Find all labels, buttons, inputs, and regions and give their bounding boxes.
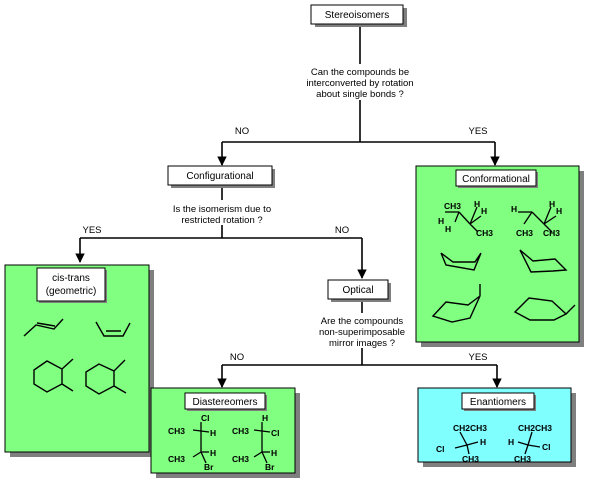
boat-conformer-1 <box>440 252 482 271</box>
c1-ch3-left: CH3 <box>444 201 461 211</box>
e1-ch2ch3: CH2CH3 <box>453 423 487 433</box>
diastereomer-2 <box>253 422 271 464</box>
e2-cl: Cl <box>542 442 551 452</box>
e1-h: H <box>480 437 486 447</box>
node-optical: Optical <box>327 279 391 302</box>
d2-h-bottom: H <box>271 448 277 458</box>
panel-conformational: Conformational CH3 H H H H CH3 H H H CH3… <box>415 165 584 347</box>
optical-label: Optical <box>342 285 373 296</box>
question-rotation: Can the compounds be interconverted by r… <box>306 67 413 100</box>
d2-ch3-bottom: CH3 <box>232 454 249 464</box>
branch-yes-1: YES <box>468 126 487 137</box>
question-restricted-rotation: Is the isomerism due to restricted rotat… <box>173 204 271 226</box>
c1-h-left-2: H <box>445 224 451 234</box>
q1-line-2: interconverted by rotation <box>306 78 413 89</box>
chair-conformer-1 <box>519 249 568 273</box>
e2-ch2ch3: CH2CH3 <box>518 423 552 433</box>
q2-line-2: restricted rotation ? <box>181 215 262 226</box>
q3-line-2: non-superimposable <box>319 327 405 338</box>
e1-cl: Cl <box>436 444 445 454</box>
configurational-label: Configurational <box>186 171 253 182</box>
panel-enantiomers: Enantiomers CH2CH3 Cl H CH3 CH2CH3 H Cl … <box>417 387 576 467</box>
enantiomer-2 <box>517 431 541 455</box>
node-configurational: Configurational <box>167 165 275 188</box>
stereoisomers-label: Stereoisomers <box>325 10 389 21</box>
c1-h-left-1: H <box>438 216 444 226</box>
c1-h-top: H <box>474 199 480 209</box>
enantiomer-1 <box>454 431 479 455</box>
cis-dimethylcyclohexane <box>85 359 127 395</box>
q2-line-1: Is the isomerism due to <box>173 204 271 215</box>
node-stereoisomers: Stereoisomers <box>310 4 407 27</box>
trans-butene <box>23 318 64 337</box>
diastereomers-label: Diastereomers <box>192 397 257 408</box>
connectors <box>75 27 502 388</box>
d1-ch3-bottom: CH3 <box>168 454 185 464</box>
c2-ch3-right: CH3 <box>543 228 560 238</box>
conformer-projection-2 <box>518 206 557 233</box>
conformational-label: Conformational <box>462 174 530 185</box>
branch-yes-2: YES <box>82 225 101 236</box>
d1-h-bottom: H <box>210 448 216 458</box>
d1-ch3-top: CH3 <box>168 426 185 436</box>
c2-ch3-left: CH3 <box>516 228 533 238</box>
cistrans-label-1: cis-trans <box>52 273 90 284</box>
d1-br: Br <box>204 462 214 472</box>
q1-line-1: Can the compounds be <box>311 67 409 78</box>
d2-cl: Cl <box>271 428 280 438</box>
conformer-projection-1 <box>445 206 482 233</box>
diastereomer-1 <box>192 422 210 464</box>
e2-ch3: CH3 <box>514 454 531 464</box>
c1-ch3-right: CH3 <box>476 228 493 238</box>
d2-br: Br <box>265 462 275 472</box>
q1-line-3: about single bonds ? <box>316 89 404 100</box>
branch-no-1: NO <box>235 126 249 137</box>
cistrans-label-2: (geometric) <box>46 286 97 297</box>
trans-dimethylcyclohexane <box>33 358 74 393</box>
c2-h-top: H <box>549 199 555 209</box>
branch-no-3: NO <box>230 352 244 363</box>
d2-h-top: H <box>262 413 268 423</box>
c2-h-right: H <box>556 206 562 216</box>
e2-h: H <box>508 437 514 447</box>
branch-yes-3: YES <box>468 352 487 363</box>
question-mirror-images: Are the compounds non-superimposable mir… <box>319 316 405 349</box>
panel-cis-trans: cis-trans (geometric) <box>4 264 154 457</box>
enantiomers-label: Enantiomers <box>470 397 526 408</box>
d1-h-top: H <box>210 428 216 438</box>
chair-methyl-equatorial <box>513 297 576 321</box>
e1-ch3: CH3 <box>462 454 479 464</box>
q3-line-1: Are the compounds <box>321 316 404 327</box>
d1-cl: Cl <box>201 413 210 423</box>
panel-diastereomers: Diastereomers Cl CH3 H CH3 H Br H CH3 Cl <box>150 387 300 478</box>
cis-butene <box>95 321 131 337</box>
q3-line-3: mirror images ? <box>329 338 395 349</box>
branch-no-2: NO <box>335 225 349 236</box>
c1-h-right: H <box>481 206 487 216</box>
chair-methyl-axial <box>431 284 481 323</box>
c2-h-left: H <box>511 204 517 214</box>
d2-ch3-top: CH3 <box>232 426 249 436</box>
